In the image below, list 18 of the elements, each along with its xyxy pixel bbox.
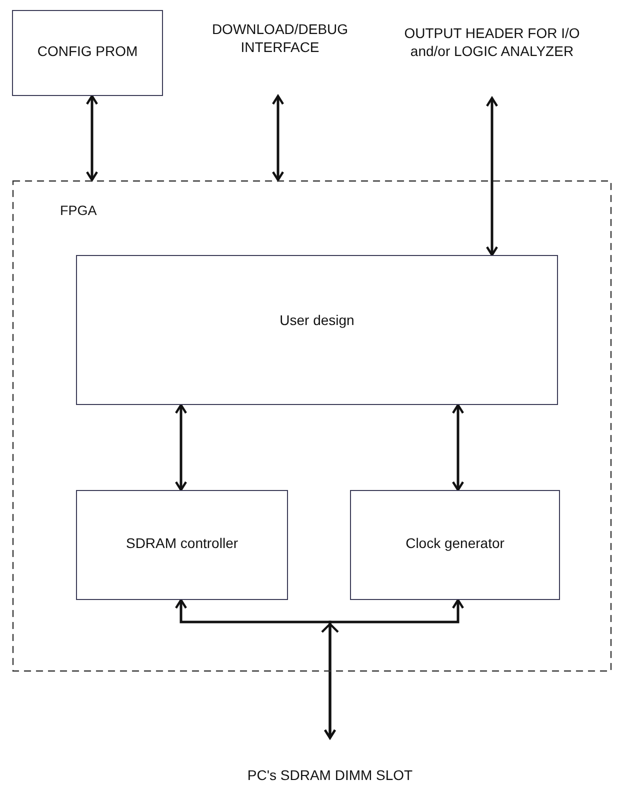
block-label: PC's SDRAM DIMM SLOT <box>247 766 413 784</box>
group-heading: FPGA <box>60 202 97 220</box>
bidirectional-arrow <box>486 96 498 256</box>
box-label: CONFIG PROM <box>37 42 138 60</box>
process-box <box>350 490 560 600</box>
bidirectional-arrow <box>174 404 188 492</box>
bidirectional-arrow <box>86 94 98 182</box>
box-label: SDRAM controller <box>126 534 238 552</box>
box-label: Clock generator <box>406 534 504 552</box>
bidirectional-arrow <box>452 404 464 492</box>
bidirectional-arrow <box>324 598 464 740</box>
process-box <box>12 10 163 96</box>
block-label: DOWNLOAD/DEBUG INTERFACE <box>210 20 350 56</box>
process-box <box>76 255 558 405</box>
block-label: OUTPUT HEADER FOR I/O and/or LOGIC ANALYZER <box>403 24 581 60</box>
bidirectional-arrow <box>272 94 284 182</box>
process-box <box>76 490 288 600</box>
box-label: User design <box>280 310 354 330</box>
